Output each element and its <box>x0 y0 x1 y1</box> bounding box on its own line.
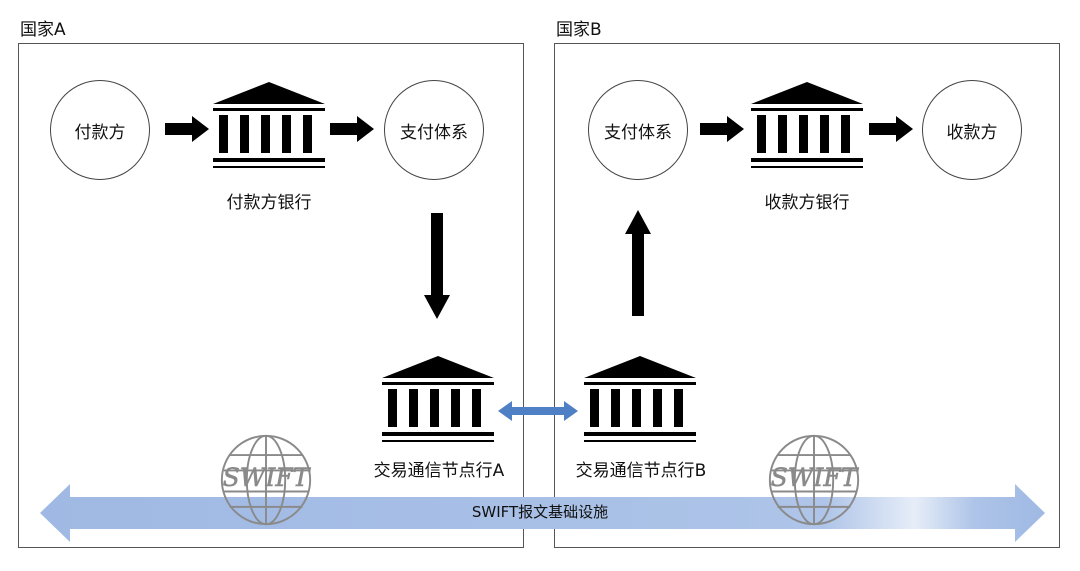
bank-icon <box>751 82 863 170</box>
double-arrow-icon <box>498 401 578 421</box>
swift-logo-text: SWIFT <box>222 463 310 493</box>
payment-system-a-label: 支付体系 <box>400 122 468 143</box>
node-bank-b-label: 交易通信节点行B <box>575 461 707 481</box>
swift-logo-text: SWIFT <box>770 463 858 493</box>
arrow-right-icon <box>330 116 374 142</box>
country-b-box <box>554 43 1060 548</box>
swift-logo-a: SWIFT <box>218 432 314 528</box>
arrow-right-icon <box>165 116 209 142</box>
country-a-label: 国家A <box>20 20 66 40</box>
arrow-right-icon <box>869 116 913 142</box>
bank-icon <box>584 356 696 444</box>
payer-bank-label: 付款方银行 <box>226 193 312 213</box>
payment-system-b-label: 支付体系 <box>604 122 672 143</box>
arrow-up-icon <box>625 210 651 316</box>
payee-node: 收款方 <box>922 80 1022 180</box>
payee-bank-label: 收款方银行 <box>764 193 850 213</box>
swift-infrastructure-label: SWIFT报文基础设施 <box>471 503 609 521</box>
arrow-right-icon <box>700 116 744 142</box>
payment-system-b-node: 支付体系 <box>588 80 688 180</box>
node-bank-a-label: 交易通信节点行A <box>373 461 505 481</box>
payment-system-a-node: 支付体系 <box>384 80 484 180</box>
country-b-label: 国家B <box>556 20 602 40</box>
payer-label: 付款方 <box>74 122 126 143</box>
country-a-box <box>18 43 524 548</box>
payee-label: 收款方 <box>946 122 998 143</box>
bank-icon <box>382 356 494 444</box>
arrow-down-icon <box>424 213 450 319</box>
payer-node: 付款方 <box>50 80 150 180</box>
swift-infrastructure-arrow <box>40 484 1045 542</box>
bank-icon <box>213 82 325 170</box>
swift-logo-b: SWIFT <box>766 432 862 528</box>
